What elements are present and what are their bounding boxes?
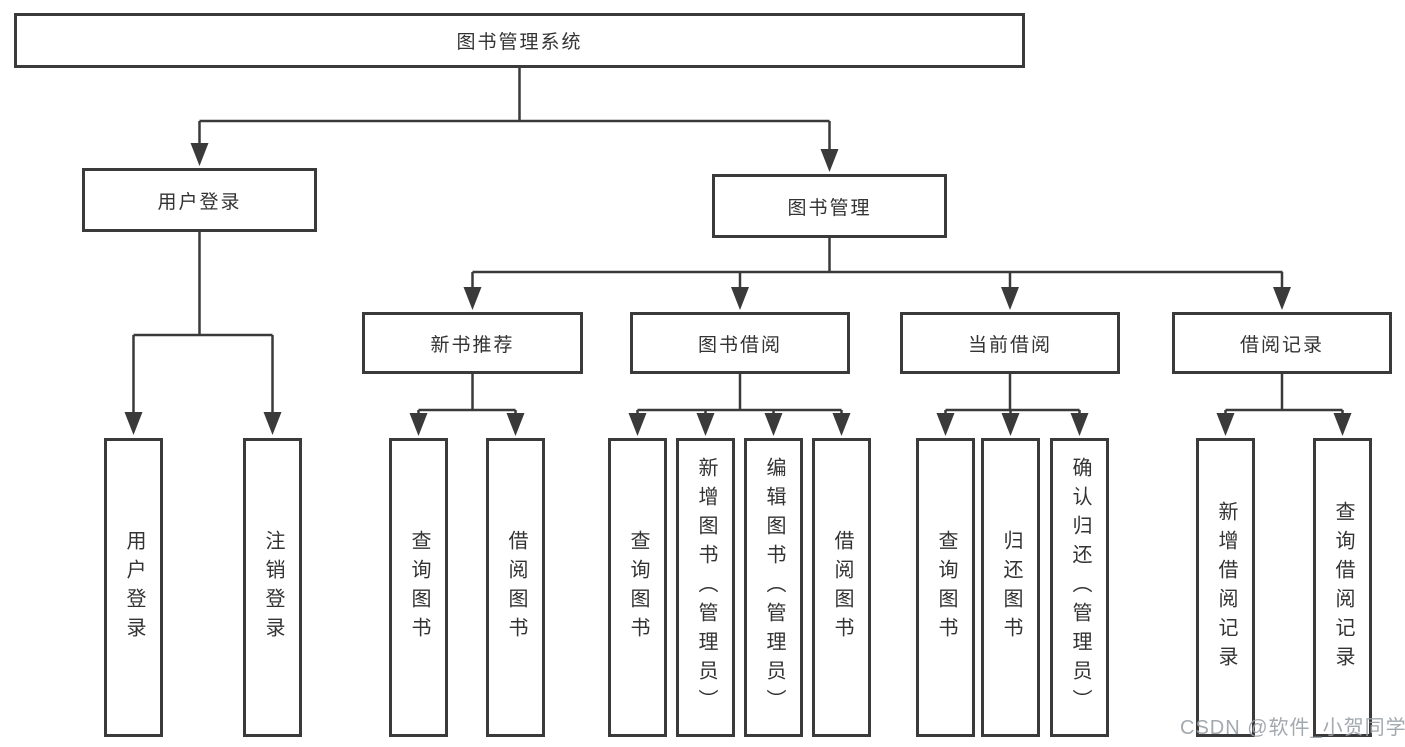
arrow-leaf-borrow-books-2 <box>832 413 851 436</box>
leaf-query-books-current: 查询图书 <box>916 438 975 737</box>
leaf-query-borrow-record: 查询借阅记录 <box>1313 438 1372 737</box>
leaf-return-books-label: 归还图书 <box>1000 529 1022 646</box>
connector-book-management-branch <box>471 238 1284 292</box>
leaf-add-books-admin: 新增图书（管理员） <box>676 438 735 737</box>
arrow-leaf-confirm-return <box>1070 413 1089 436</box>
arrow-leaf-logout <box>263 412 282 435</box>
leaf-borrow-books-label: 借阅图书 <box>831 529 853 646</box>
arrow-leaf-add-record <box>1216 413 1235 436</box>
node-user-login: 用户登录 <box>82 168 317 232</box>
leaf-query-borrow-record-label: 查询借阅记录 <box>1332 500 1354 675</box>
leaf-edit-books-admin-label: 编辑图书（管理员） <box>763 457 785 718</box>
leaf-edit-books-admin: 编辑图书（管理员） <box>744 438 803 737</box>
leaf-add-books-admin-label: 新增图书（管理员） <box>695 457 717 718</box>
leaf-query-books-borrow: 查询图书 <box>608 438 667 737</box>
node-user-login-label: 用户登录 <box>157 191 242 213</box>
leaf-user-login-label: 用户登录 <box>123 529 145 646</box>
leaf-query-books-borrow-label: 查询图书 <box>627 529 649 646</box>
node-book-borrow-label: 图书借阅 <box>697 334 782 356</box>
leaf-query-books-recommend-label: 查询图书 <box>408 529 430 646</box>
arrow-leaf-query-books-3 <box>936 413 955 436</box>
leaf-confirm-return-admin: 确认归还（管理员） <box>1050 438 1109 737</box>
node-root: 图书管理系统 <box>14 13 1025 68</box>
arrow-leaf-query-books-1 <box>409 413 428 436</box>
arrow-borrow-records <box>1273 287 1291 310</box>
leaf-query-books-recommend: 查询图书 <box>389 438 448 737</box>
arrowheads <box>124 143 1352 436</box>
arrow-book-borrow <box>731 287 749 310</box>
arrow-leaf-user-login <box>124 412 143 435</box>
arrow-leaf-return-books <box>1001 413 1020 436</box>
leaf-return-books: 归还图书 <box>981 438 1040 737</box>
arrow-leaf-borrow-books-1 <box>506 413 525 436</box>
node-borrow-records-label: 借阅记录 <box>1239 334 1324 356</box>
node-book-management: 图书管理 <box>712 174 947 238</box>
leaf-logout-label: 注销登录 <box>262 529 284 646</box>
node-current-borrow: 当前借阅 <box>900 312 1120 374</box>
arrow-current-borrow <box>1001 287 1019 310</box>
arrow-user-login <box>190 143 209 166</box>
watermark: CSDN @软件_小贺同学 <box>1180 717 1405 739</box>
connector-root-to-level1 <box>198 68 831 152</box>
arrow-book-management <box>820 149 839 172</box>
leaf-borrow-books-recommend-label: 借阅图书 <box>505 529 527 646</box>
connector-section-leaves <box>417 374 1344 418</box>
arrow-leaf-query-books-2 <box>628 413 647 436</box>
leaf-borrow-books: 借阅图书 <box>812 438 871 737</box>
node-new-book-recommend: 新书推荐 <box>362 312 583 374</box>
connector-user-login-branch <box>132 232 274 414</box>
node-book-management-label: 图书管理 <box>787 197 872 219</box>
leaf-add-borrow-record-label: 新增借阅记录 <box>1215 500 1237 675</box>
leaf-query-books-current-label: 查询图书 <box>935 529 957 646</box>
leaf-logout: 注销登录 <box>243 438 302 737</box>
arrow-new-book-recommend <box>463 287 482 310</box>
arrow-leaf-edit-books <box>764 413 783 436</box>
node-book-borrow: 图书借阅 <box>630 312 850 374</box>
node-root-label: 图书管理系统 <box>456 32 583 53</box>
leaf-user-login: 用户登录 <box>104 438 163 737</box>
node-new-book-recommend-label: 新书推荐 <box>430 334 515 356</box>
node-current-borrow-label: 当前借阅 <box>967 334 1052 356</box>
leaf-confirm-return-admin-label: 确认归还（管理员） <box>1069 457 1091 718</box>
arrow-leaf-query-record <box>1333 413 1352 436</box>
leaf-borrow-books-recommend: 借阅图书 <box>486 438 545 737</box>
leaf-add-borrow-record: 新增借阅记录 <box>1196 438 1255 737</box>
arrow-leaf-add-books <box>696 413 715 436</box>
node-borrow-records: 借阅记录 <box>1172 312 1392 374</box>
